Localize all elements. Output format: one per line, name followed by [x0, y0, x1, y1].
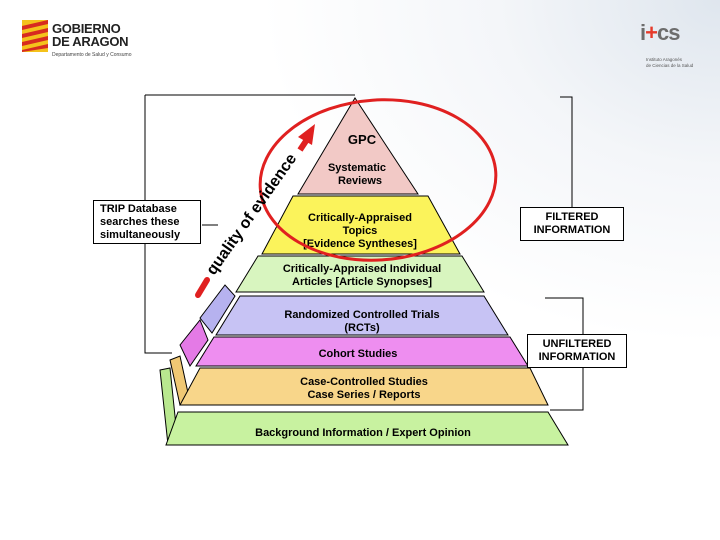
unfiltered-line2: INFORMATION: [538, 351, 616, 363]
layer1-label-line2: Reviews: [338, 175, 382, 187]
filtered-information-box: FILTERED INFORMATION: [520, 207, 624, 241]
logo-subtitle: Departamento de Salud y Consumo: [52, 52, 132, 58]
trip-database-box: TRIP Database searches these simultaneou…: [93, 200, 201, 244]
arrow-tail: [195, 277, 210, 298]
unfiltered-information-box: UNFILTERED INFORMATION: [527, 334, 627, 368]
layer5-side: [179, 319, 209, 367]
layer4-face: [215, 295, 509, 336]
aragon-flag-icon: [22, 20, 48, 52]
gpc-highlight-ellipse: [258, 98, 498, 262]
layer2-face: [261, 195, 461, 255]
layer4-side: [199, 284, 236, 334]
filtered-line1: FILTERED: [545, 211, 599, 223]
ics-logo-mark: i+cs: [640, 20, 680, 45]
unfiltered-line1: UNFILTERED: [542, 338, 612, 350]
layer3-label-line2: Articles [Article Synopses]: [292, 276, 432, 288]
left-bracket: [144, 95, 172, 354]
layer5-label: Cohort Studies: [319, 348, 398, 360]
layer6-face: [179, 367, 549, 406]
layer1-face: [297, 97, 419, 195]
layer2-label-line1: Critically-Appraised: [308, 212, 412, 224]
logo-line2: DE ARAGON: [52, 34, 129, 49]
gobierno-aragon-logo: GOBIERNO DE ARAGON Departamento de Salud…: [22, 18, 172, 68]
layer3-label-line1: Critically-Appraised Individual: [283, 263, 441, 275]
layer2-label-line2: Topics: [343, 225, 378, 237]
trip-line2: searches these: [100, 216, 180, 228]
layer6-label-line2: Case Series / Reports: [307, 389, 420, 401]
gpc-label: GPC: [348, 132, 377, 147]
filtered-line2: INFORMATION: [533, 224, 611, 236]
ics-logo-sub1: Instituto Aragonés: [646, 57, 683, 62]
ics-logo: i+cs Instituto Aragonés de Ciencias de l…: [640, 20, 716, 70]
layer7-label: Background Information / Expert Opinion: [255, 427, 471, 439]
layer4-label-line1: Randomized Controlled Trials: [284, 309, 439, 321]
trip-line1: TRIP Database: [100, 203, 177, 215]
trip-line3: simultaneously: [100, 229, 181, 241]
pyramid: [159, 97, 569, 446]
quality-arrow: [195, 124, 315, 298]
arrow-head-icon: [298, 124, 315, 145]
layer6-label-line1: Case-Controlled Studies: [300, 376, 428, 388]
filtered-bracket: [560, 96, 573, 226]
ics-logo-sub2: de Ciencias de la Salud: [646, 63, 694, 68]
layer2-label-line3: [Evidence Syntheses]: [303, 238, 417, 250]
layer3-face: [235, 255, 485, 293]
layer7-face: [165, 411, 569, 446]
layer1-label-line1: Systematic: [328, 162, 386, 174]
layer4-label-line2: (RCTs): [344, 322, 380, 334]
logo-line1: GOBIERNO: [52, 21, 121, 36]
